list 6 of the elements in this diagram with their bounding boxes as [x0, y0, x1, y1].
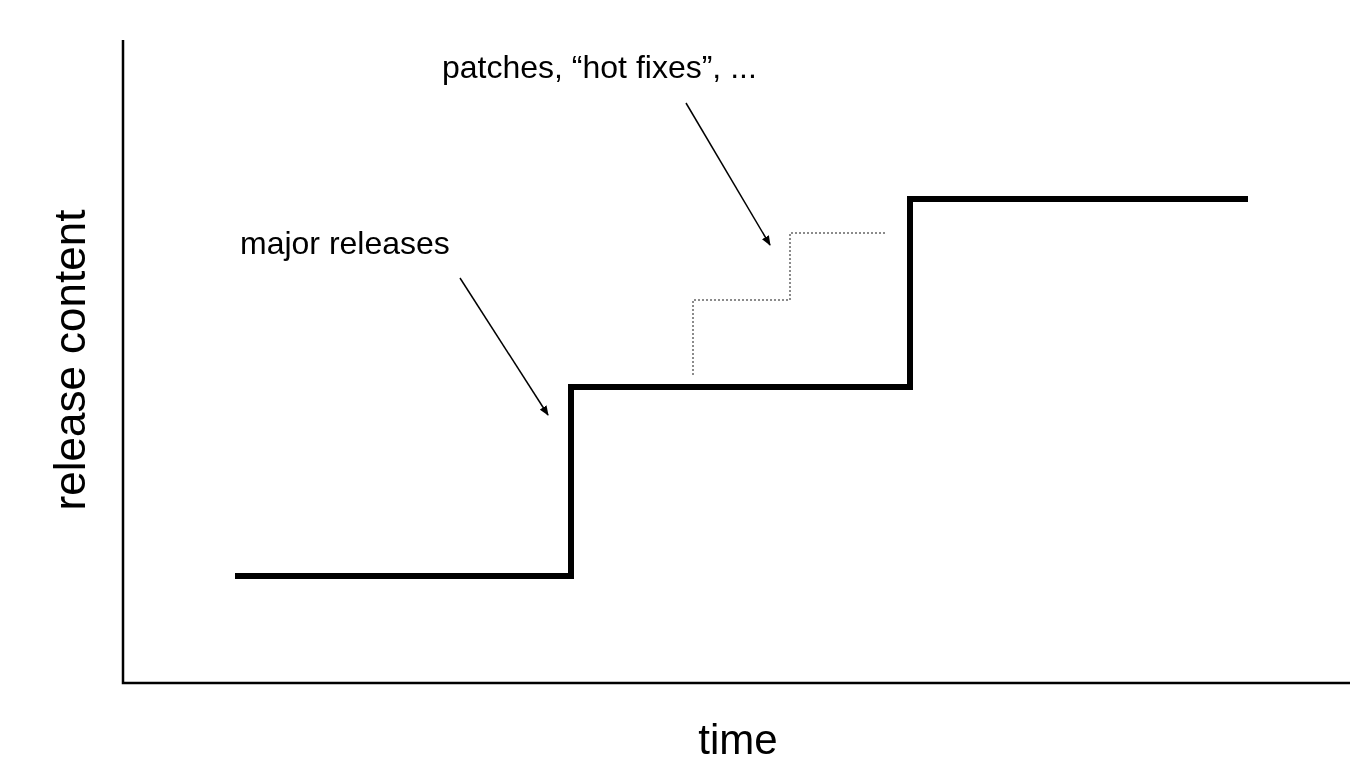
callout-text: major releases: [240, 226, 450, 262]
axis-title: release content: [45, 209, 95, 511]
leader-line: [459, 277, 549, 416]
callout-text: patches, “hot fixes”, ...: [442, 50, 757, 86]
leader-line: [685, 102, 771, 246]
axis-title: time: [698, 716, 778, 764]
